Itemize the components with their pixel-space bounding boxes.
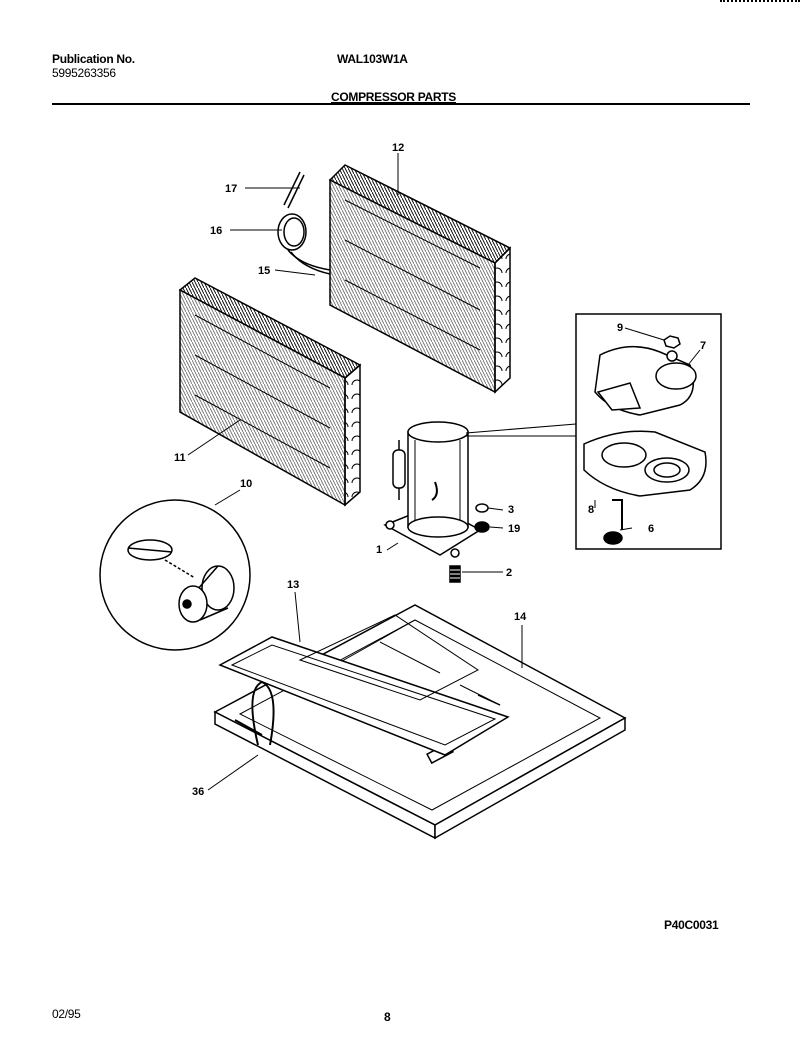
figure-code: P40C0031 bbox=[664, 918, 719, 932]
callout-16: 16 bbox=[210, 225, 222, 237]
callout-19: 19 bbox=[508, 523, 520, 535]
callout-10: 10 bbox=[240, 478, 252, 490]
condenser-coil-12 bbox=[328, 164, 512, 394]
callout-7: 7 bbox=[700, 340, 706, 352]
corner-mark bbox=[720, 0, 800, 4]
publication-date: 02/95 bbox=[52, 1007, 81, 1021]
callout-1: 1 bbox=[376, 544, 382, 556]
model-number: WAL103W1A bbox=[337, 52, 408, 66]
leader-lines bbox=[187, 153, 701, 791]
publication-label: Publication No. bbox=[52, 52, 135, 66]
callout-3: 3 bbox=[508, 504, 514, 516]
evaporator-coil-11 bbox=[178, 277, 362, 507]
callout-14: 14 bbox=[514, 611, 527, 623]
callout-13: 13 bbox=[287, 579, 299, 591]
drain-tray-13 bbox=[218, 614, 510, 756]
callout-17: 17 bbox=[225, 183, 237, 195]
section-title: COMPRESSOR PARTS bbox=[331, 90, 456, 104]
callout-12: 12 bbox=[392, 142, 404, 154]
header-rule bbox=[52, 103, 750, 105]
callout-11: 11 bbox=[174, 452, 186, 464]
callout-36: 36 bbox=[192, 786, 204, 798]
overload-inset bbox=[465, 313, 722, 550]
clamp-36 bbox=[234, 680, 275, 746]
callout-8: 8 bbox=[588, 504, 594, 516]
callout-labels: 12 17 16 15 9 7 11 10 3 8 19 6 1 2 13 14… bbox=[174, 142, 706, 798]
compressor bbox=[383, 421, 482, 558]
callout-15: 15 bbox=[258, 265, 270, 277]
callout-9: 9 bbox=[617, 322, 623, 334]
callout-2: 2 bbox=[506, 567, 512, 579]
publication-number: 5995263356 bbox=[52, 66, 116, 80]
detail-circle-fan-motor bbox=[99, 499, 251, 651]
page-number: 8 bbox=[384, 1010, 391, 1024]
capillary-tube bbox=[277, 171, 331, 275]
callout-6: 6 bbox=[648, 523, 654, 535]
